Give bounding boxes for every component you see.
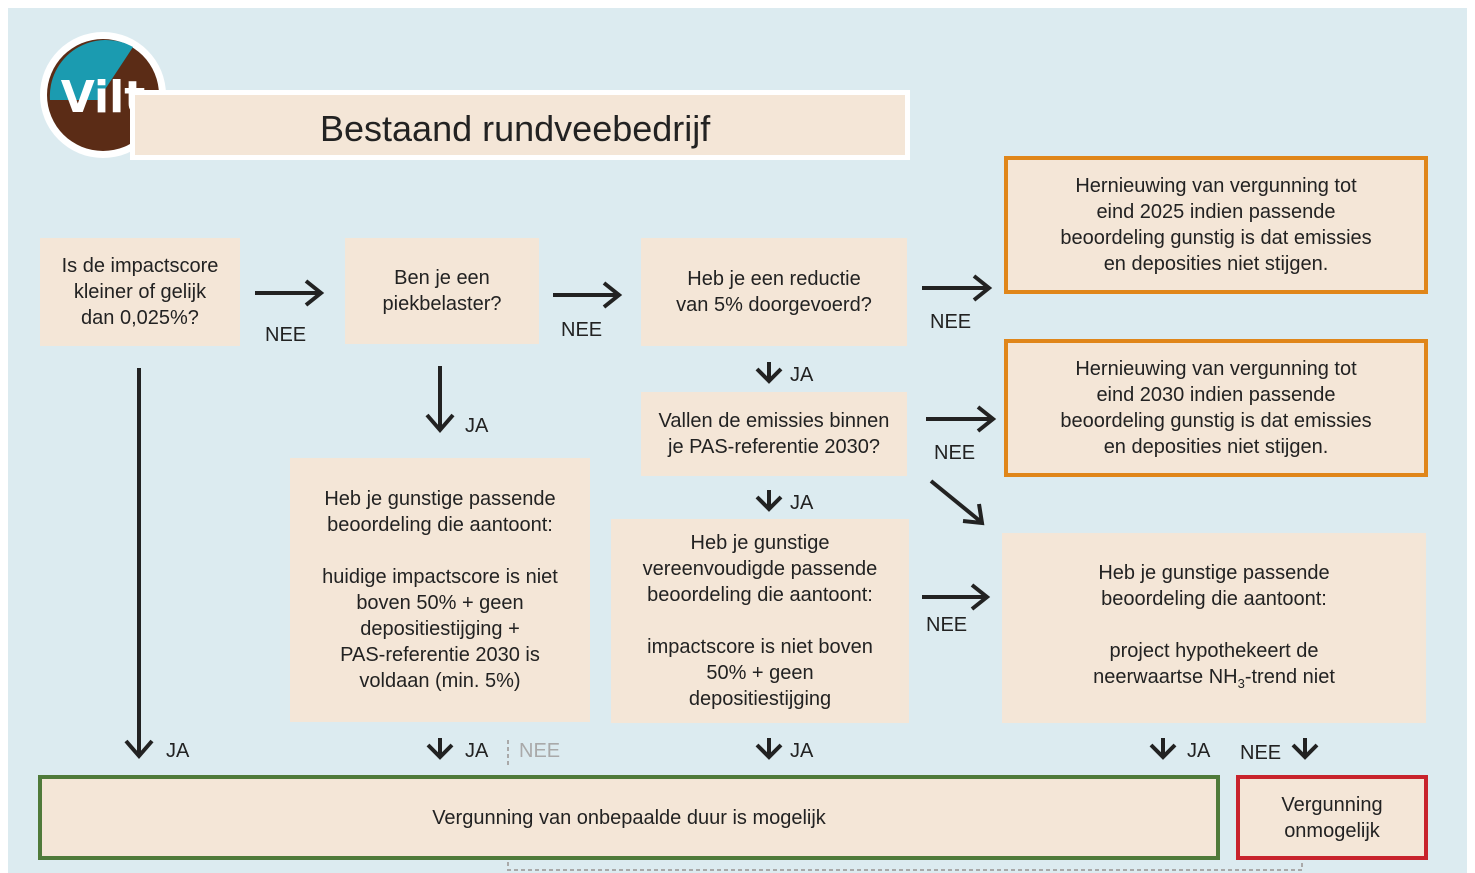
q7-line2: beoordeling die aantoont: xyxy=(1101,587,1327,610)
label-q4-nee: NEE xyxy=(934,442,976,464)
question-passende-beoordeling-50: Heb je gunstige passende beoordeling die… xyxy=(290,458,590,722)
label-q3-nee: NEE xyxy=(930,311,972,333)
question-passende-beoordeling-50-text: Heb je gunstige passende beoordeling die… xyxy=(322,488,558,692)
label-q5-nee: NEE xyxy=(519,740,561,762)
result-renewal-2025: Hernieuwing van vergunning tot eind 2025… xyxy=(1004,156,1428,294)
page-title: Bestaand rundveebedrijf xyxy=(320,108,711,149)
question-impactscore: Is de impactscore kleiner of gelijk dan … xyxy=(40,238,240,346)
label-q1-nee: NEE xyxy=(265,324,307,346)
q7-line4b: -trend niet xyxy=(1244,665,1335,688)
label-q2-ja: JA xyxy=(465,415,489,437)
result-renewal-2025-text: Hernieuwing van vergunning tot eind 2025… xyxy=(1060,175,1372,275)
result-permit-impossible: Vergunning onmogelijk xyxy=(1236,775,1428,860)
q7-line3: project hypothekeert de xyxy=(1109,639,1319,662)
q7-line1: Heb je gunstige passende xyxy=(1098,561,1330,584)
question-nh3-trend: Heb je gunstige passende beoordeling die… xyxy=(1002,533,1426,723)
label-q3-ja: JA xyxy=(790,364,814,386)
result-renewal-2030: Hernieuwing van vergunning tot eind 2030… xyxy=(1004,339,1428,477)
question-piekbelaster-text: Ben je een piekbelaster? xyxy=(382,267,502,315)
label-q4-ja: JA xyxy=(790,492,814,514)
label-q1-ja: JA xyxy=(166,740,190,762)
title-bar: Bestaand rundveebedrijf xyxy=(130,90,910,160)
label-q6-ja: JA xyxy=(790,740,814,762)
question-reductie: Heb je een reductie van 5% doorgevoerd? xyxy=(641,238,907,346)
question-pas-referentie-text: Vallen de emissies binnen je PAS-referen… xyxy=(658,410,890,458)
question-pas-referentie: Vallen de emissies binnen je PAS-referen… xyxy=(641,392,907,476)
label-q5-ja: JA xyxy=(465,740,489,762)
result-permit-possible: Vergunning van onbepaalde duur is mogeli… xyxy=(38,775,1220,860)
label-q6-nee: NEE xyxy=(926,614,968,636)
label-q7-nee: NEE xyxy=(1240,742,1282,764)
question-impactscore-text: Is de impactscore kleiner of gelijk dan … xyxy=(61,255,219,329)
question-vereenvoudigde-beoordeling-text: Heb je gunstige vereenvoudigde passende … xyxy=(642,532,878,710)
label-q2-nee: NEE xyxy=(561,319,603,341)
result-permit-impossible-text: Vergunning onmogelijk xyxy=(1281,793,1383,842)
q7-line4: neerwaartse NH3-trend niet xyxy=(1093,664,1335,697)
question-reductie-text: Heb je een reductie van 5% doorgevoerd? xyxy=(676,268,872,316)
label-q7-ja: JA xyxy=(1187,740,1211,762)
question-nh3-trend-text: Heb je gunstige passende beoordeling die… xyxy=(1093,560,1335,697)
q7-line4-subscript: 3 xyxy=(1237,675,1245,691)
result-permit-possible-text: Vergunning van onbepaalde duur is mogeli… xyxy=(432,806,826,829)
question-piekbelaster: Ben je een piekbelaster? xyxy=(345,238,539,344)
q7-line4a: neerwaartse NH xyxy=(1093,665,1238,688)
question-vereenvoudigde-beoordeling: Heb je gunstige vereenvoudigde passende … xyxy=(611,519,909,723)
result-renewal-2030-text: Hernieuwing van vergunning tot eind 2030… xyxy=(1060,358,1372,458)
